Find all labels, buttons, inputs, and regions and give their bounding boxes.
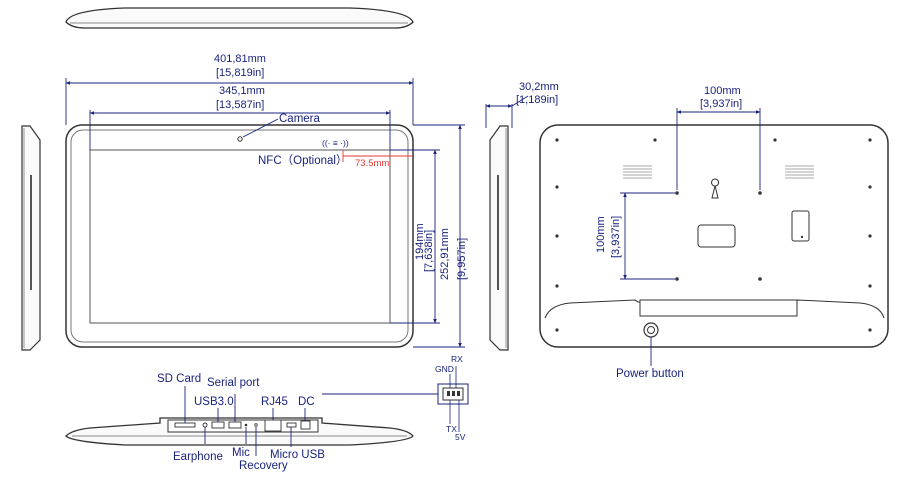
rj45-port — [264, 419, 282, 432]
micro-usb-port — [286, 422, 297, 428]
nfc-symbol: ((· ≡ ·)) — [322, 138, 349, 148]
nfc-offset: 73.5mm — [355, 158, 389, 169]
left-side-view — [21, 125, 41, 351]
vesa-v-mm: 100mm — [595, 216, 607, 253]
top-view — [65, 7, 414, 29]
speaker-grille-right — [785, 165, 814, 179]
vesa-v-in: [3,937in] — [610, 216, 622, 258]
rear-panel-cover — [697, 224, 736, 248]
tx-label: TX — [446, 424, 457, 434]
micro-usb-label: Micro USB — [270, 449, 325, 461]
gnd-label: GND — [435, 364, 454, 374]
mic-hole — [244, 423, 248, 427]
overall-width-mm: 401,81mm — [214, 53, 266, 65]
power-button-label: Power button — [616, 368, 684, 380]
rear-slot-cover — [791, 210, 810, 242]
sd-card-slot — [174, 422, 196, 428]
dc-label: DC — [298, 396, 315, 408]
camera-label: Camera — [279, 113, 321, 125]
bottom-view — [65, 386, 440, 456]
rj45-label: RJ45 — [261, 396, 288, 408]
front-view: ((· ≡ ·)) — [65, 118, 414, 348]
sd-card-label: SD Card — [157, 373, 201, 385]
recovery-label: Recovery — [239, 460, 288, 472]
mic-label: Mic — [232, 447, 250, 459]
usb3-label: USB3.0 — [194, 396, 234, 408]
serial-port-detail — [437, 366, 469, 432]
5v-label: 5V — [455, 432, 466, 442]
nfc-label: NFC（Optional） — [258, 154, 347, 167]
vesa-h-in: [3,937in] — [700, 98, 742, 110]
rx-label: RX — [451, 354, 463, 364]
overall-height-mm: 252,91mm — [439, 228, 451, 280]
camera-lens — [237, 136, 243, 142]
earphone-jack — [202, 422, 208, 428]
usb3-port — [211, 421, 225, 429]
recovery-hole — [254, 423, 258, 427]
right-side-view — [489, 125, 509, 351]
depth-in: [1,189in] — [516, 94, 558, 106]
screen-width-mm: 345,1mm — [219, 85, 265, 97]
depth-mm: 30,2mm — [519, 81, 559, 93]
screen-width-in: [13,587in] — [216, 99, 264, 111]
dc-port — [300, 420, 311, 430]
speaker-grille-left — [623, 165, 652, 179]
overall-width-in: [15,819in] — [216, 67, 264, 79]
screen-height-in: [7,638in] — [423, 230, 435, 272]
earphone-label: Earphone — [173, 451, 223, 463]
serial-port — [228, 421, 242, 429]
overall-height-in: [9,957in] — [456, 238, 468, 280]
keyhole-mount — [711, 178, 720, 199]
dimension-lines — [65, 78, 761, 348]
serial-port-label: Serial port — [207, 377, 260, 389]
vesa-h-mm: 100mm — [704, 85, 741, 97]
back-view — [539, 124, 889, 366]
edge-screw-holes — [555, 138, 872, 332]
screen-height-mm: 194mm — [414, 223, 426, 260]
